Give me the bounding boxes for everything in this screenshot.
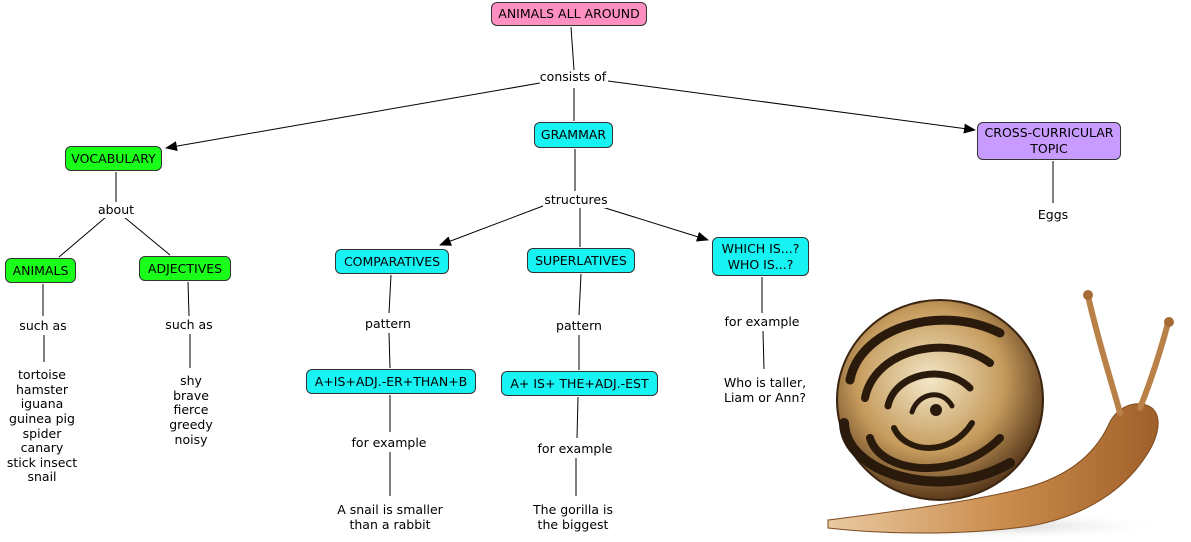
link-animals-such-as: such as bbox=[19, 318, 67, 334]
link-comparative-for-example: for example bbox=[351, 435, 427, 451]
node-grammar[interactable]: GRAMMAR bbox=[534, 122, 613, 148]
node-comparatives[interactable]: COMPARATIVES bbox=[335, 249, 449, 274]
node-animals-all-around[interactable]: ANIMALS ALL AROUND bbox=[491, 2, 647, 26]
edge-superlatives-pattern bbox=[578, 273, 582, 316]
edge-structures-which bbox=[601, 206, 709, 242]
leaf-adjectives-list: shy brave fierce greedy noisy bbox=[169, 373, 213, 448]
edge-forexample-whichexample bbox=[762, 330, 765, 370]
link-comparatives-pattern: pattern bbox=[365, 316, 411, 332]
leaf-eggs: Eggs bbox=[1037, 207, 1069, 223]
snail-icon bbox=[820, 290, 1174, 540]
edge-consists-vocabulary bbox=[165, 82, 541, 152]
link-about: about bbox=[97, 202, 135, 218]
link-structures: structures bbox=[544, 192, 608, 208]
edge-comparatives-pattern bbox=[388, 274, 392, 314]
node-adjectives[interactable]: ADJECTIVES bbox=[139, 256, 231, 281]
leaf-superlative-example: The gorilla is the biggest bbox=[533, 502, 613, 533]
link-which-for-example: for example bbox=[724, 314, 800, 330]
node-comparative-pattern[interactable]: A+IS+ADJ.-ER+THAN+B bbox=[306, 369, 476, 394]
edge-root-consists bbox=[570, 26, 575, 71]
link-adjectives-such-as: such as bbox=[165, 317, 213, 333]
link-superlatives-pattern: pattern bbox=[556, 318, 602, 334]
node-which-is-who-is[interactable]: WHICH IS...? WHO IS...? bbox=[712, 237, 809, 276]
node-animals[interactable]: ANIMALS bbox=[5, 258, 76, 283]
leaf-comparative-example: A snail is smaller than a rabbit bbox=[337, 502, 443, 533]
edge-adjectives-suchas bbox=[187, 281, 190, 317]
link-superlative-for-example: for example bbox=[537, 441, 613, 457]
edge-about-animals bbox=[58, 216, 107, 258]
edge-about-adjectives bbox=[123, 216, 171, 256]
edge-consists-cross bbox=[607, 80, 976, 134]
edge-suppattern-forexample bbox=[576, 396, 579, 439]
link-consists-of: consists of bbox=[539, 69, 607, 85]
leaf-animals-list: tortoise hamster iguana guinea pig spide… bbox=[6, 367, 78, 485]
node-cross-curricular-topic[interactable]: CROSS-CURRICULAR TOPIC bbox=[977, 122, 1121, 160]
edge-structures-comparatives bbox=[439, 205, 544, 246]
edge-pattern-comppattern bbox=[388, 332, 391, 369]
node-superlative-pattern[interactable]: A+ IS+ THE+ADJ.-EST bbox=[501, 371, 658, 396]
leaf-which-example: Who is taller, Liam or Ann? bbox=[723, 375, 807, 406]
node-superlatives[interactable]: SUPERLATIVES bbox=[527, 248, 635, 273]
node-vocabulary[interactable]: VOCABULARY bbox=[65, 146, 162, 171]
